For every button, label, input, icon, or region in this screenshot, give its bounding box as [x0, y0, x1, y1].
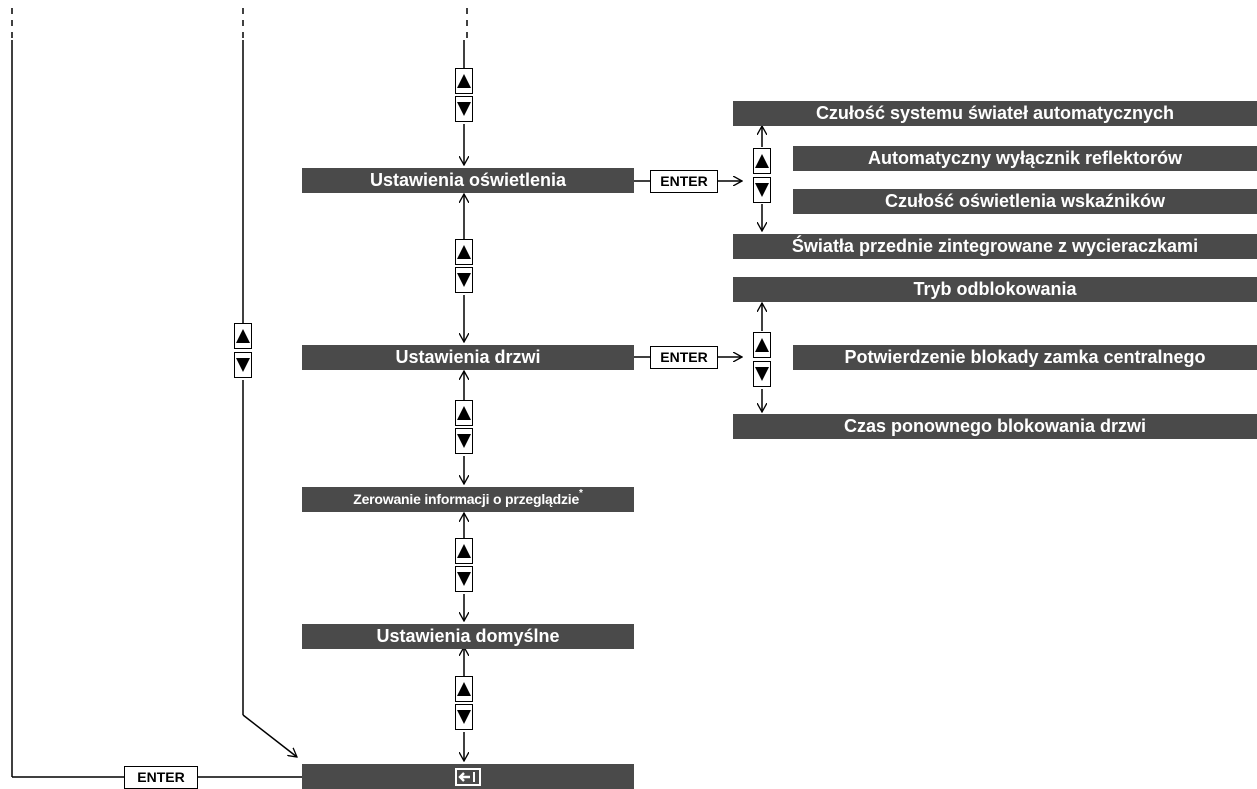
up-arrow-button[interactable] — [455, 239, 473, 265]
down-arrow-icon — [457, 434, 471, 448]
up-arrow-button[interactable] — [753, 332, 771, 358]
up-arrow-icon — [755, 338, 769, 352]
down-arrow-icon — [457, 102, 471, 116]
down-arrow-button[interactable] — [455, 428, 473, 454]
down-arrow-icon — [457, 273, 471, 287]
down-arrow-button[interactable] — [234, 352, 252, 378]
footnote-mark: * — [579, 488, 583, 499]
menu-item-lighting-settings[interactable]: Ustawienia oświetlenia — [302, 168, 634, 193]
down-arrow-button[interactable] — [455, 704, 473, 730]
up-arrow-icon — [457, 74, 471, 88]
up-arrow-button[interactable] — [234, 323, 252, 349]
return-icon — [455, 768, 481, 787]
submenu-item-auto-light-sensitivity[interactable]: Czułość systemu świateł automatycznych — [733, 101, 1257, 126]
up-arrow-button[interactable] — [753, 148, 771, 174]
submenu-item-relock-time[interactable]: Czas ponownego blokowania drzwi — [733, 414, 1257, 439]
up-arrow-button[interactable] — [455, 538, 473, 564]
up-arrow-icon — [457, 406, 471, 420]
menu-item-service-reset[interactable]: Zerowanie informacji o przeglądzie* — [302, 487, 634, 512]
menu-item-door-settings[interactable]: Ustawienia drzwi — [302, 345, 634, 370]
submenu-item-unlock-mode[interactable]: Tryb odblokowania — [733, 277, 1257, 302]
submenu-item-gauge-brightness[interactable]: Czułość oświetlenia wskaźników — [793, 189, 1257, 214]
submenu-item-wiper-integrated-headlights[interactable]: Światła przednie zintegrowane z wycierac… — [733, 234, 1257, 259]
submenu-item-lock-confirmation[interactable]: Potwierdzenie blokady zamka centralnego — [793, 345, 1257, 370]
down-arrow-icon — [457, 710, 471, 724]
menu-item-back[interactable] — [302, 764, 634, 789]
submenu-item-auto-headlight-off[interactable]: Automatyczny wyłącznik reflektorów — [793, 146, 1257, 171]
up-arrow-button[interactable] — [455, 68, 473, 94]
menu-item-default-settings[interactable]: Ustawienia domyślne — [302, 624, 634, 649]
up-arrow-button[interactable] — [455, 676, 473, 702]
down-arrow-icon — [236, 358, 250, 372]
down-arrow-button[interactable] — [455, 566, 473, 592]
up-arrow-icon — [457, 245, 471, 259]
up-arrow-icon — [755, 154, 769, 168]
down-arrow-button[interactable] — [753, 177, 771, 203]
down-arrow-button[interactable] — [455, 267, 473, 293]
down-arrow-icon — [755, 183, 769, 197]
menu-item-service-reset-label: Zerowanie informacji o przeglądzie — [353, 491, 580, 507]
enter-button-doors[interactable]: ENTER — [650, 346, 718, 369]
down-arrow-button[interactable] — [455, 96, 473, 122]
down-arrow-button[interactable] — [753, 361, 771, 387]
enter-button-lighting[interactable]: ENTER — [650, 170, 718, 193]
up-arrow-icon — [457, 544, 471, 558]
down-arrow-icon — [457, 572, 471, 586]
up-arrow-button[interactable] — [455, 400, 473, 426]
down-arrow-icon — [755, 367, 769, 381]
up-arrow-icon — [457, 682, 471, 696]
enter-button-exit[interactable]: ENTER — [124, 766, 198, 789]
up-arrow-icon — [236, 329, 250, 343]
